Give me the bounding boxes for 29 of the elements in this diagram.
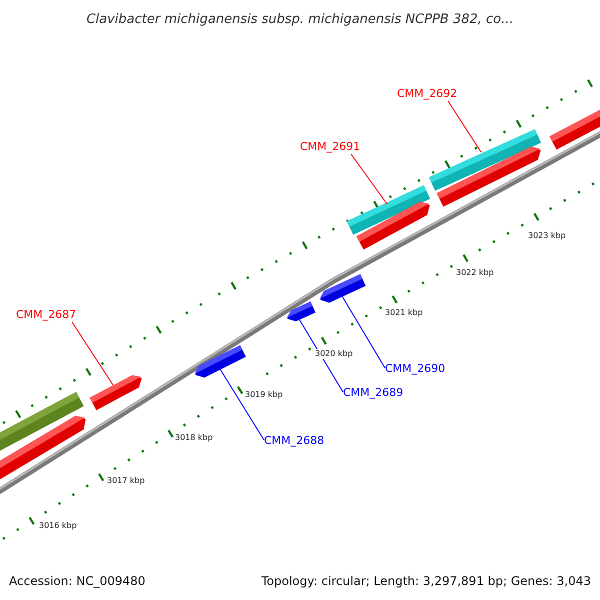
gene-label: CMM_2688 xyxy=(264,434,324,448)
gene-bar xyxy=(436,146,541,207)
gene-bar xyxy=(320,274,366,303)
leader-line xyxy=(342,296,386,368)
accession-text: Accession: NC_009480 xyxy=(9,574,146,589)
leader-line xyxy=(298,318,344,392)
position-label: 3022 kbp xyxy=(456,268,494,278)
title: Clavibacter michiganensis subsp. michiganensis NCPPB 382, co... xyxy=(85,11,515,29)
position-label: 3023 kbp xyxy=(528,231,566,241)
gene-label: CMM_2689 xyxy=(343,386,404,400)
position-label: 3019 kbp xyxy=(245,390,283,400)
gene-label: CMM_2692 xyxy=(397,87,458,101)
gene-bar xyxy=(194,345,246,378)
gene-label: CMM_2687 xyxy=(16,308,76,322)
leader-line xyxy=(72,322,114,386)
position-label: 3020 kbp xyxy=(315,349,353,359)
position-label: 3016 kbp xyxy=(39,521,77,531)
leader-line xyxy=(220,368,264,440)
leader-line xyxy=(448,100,482,152)
gene-bar xyxy=(286,302,316,322)
gene-label: CMM_2690 xyxy=(385,362,446,376)
position-label: 3017 kbp xyxy=(107,476,145,486)
genome-info-text: Topology: circular; Length: 3,297,891 bp; Genes: 3,043 xyxy=(261,574,591,589)
gene-label: CMM_2691 xyxy=(300,140,360,154)
position-label: 3018 kbp xyxy=(175,433,213,443)
gene-bar xyxy=(356,202,430,250)
position-label: 3021 kbp xyxy=(385,308,423,318)
leader-line xyxy=(350,154,388,204)
gene-bar xyxy=(90,375,142,410)
